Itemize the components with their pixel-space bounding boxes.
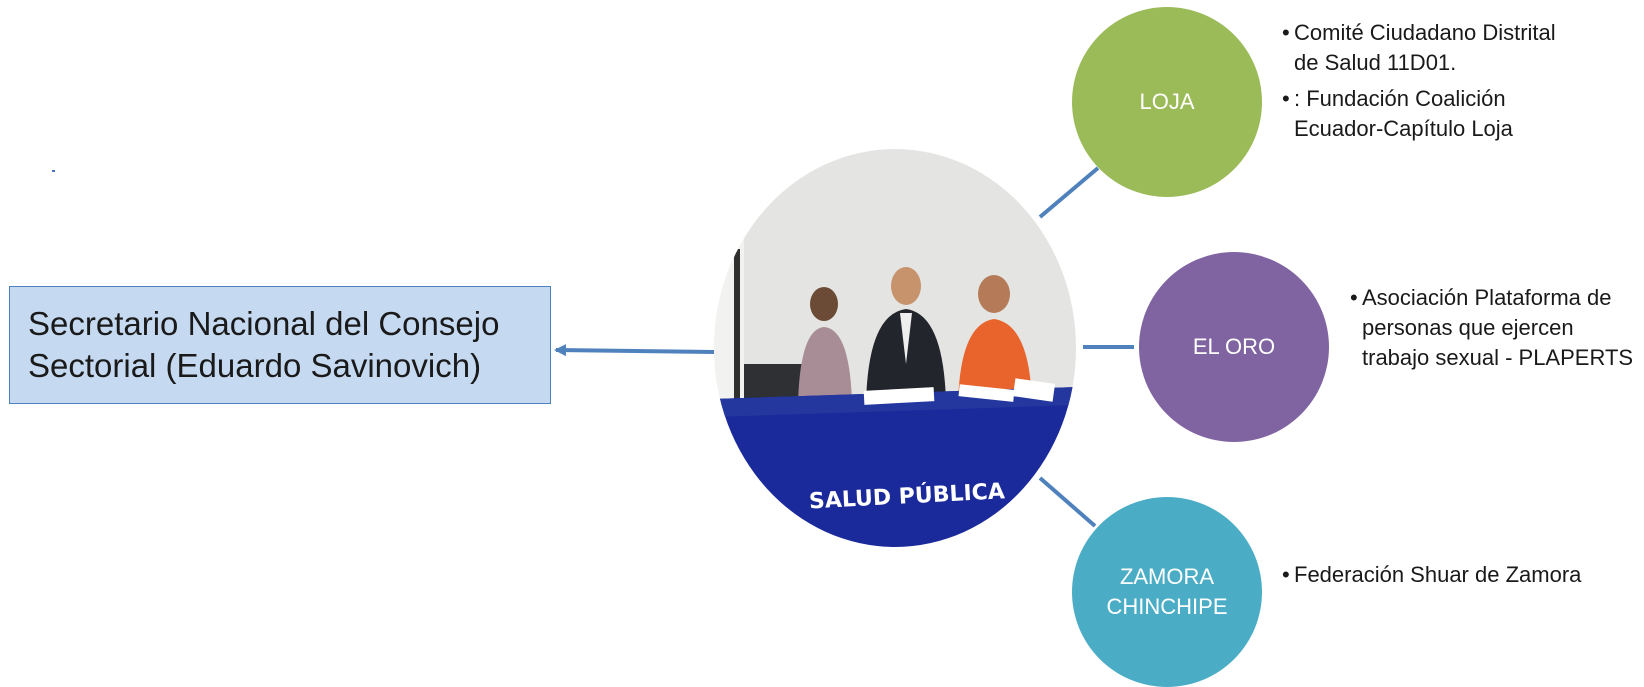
title-text: Secretario Nacional del Consejo Sectoria… bbox=[28, 305, 500, 384]
stray-mark bbox=[52, 170, 55, 172]
list-item: Federación Shuar de Zamora bbox=[1282, 560, 1584, 590]
meeting-photo-illustration: SALUD PÚBLICA bbox=[714, 149, 1076, 547]
node-el-oro: EL ORO bbox=[1139, 252, 1329, 442]
connector-loja bbox=[1038, 166, 1100, 219]
connector-zamora bbox=[1038, 476, 1097, 528]
node-loja-label: LOJA bbox=[1139, 89, 1195, 114]
list-item: Comité Ciudadano Distrital de Salud 11D0… bbox=[1282, 18, 1584, 78]
el-oro-org-list: Asociación Plataforma de personas que ej… bbox=[1350, 283, 1642, 379]
meeting-photo: SALUD PÚBLICA bbox=[714, 149, 1076, 547]
node-loja: LOJA bbox=[1072, 7, 1262, 197]
list-item: Asociación Plataforma de personas que ej… bbox=[1350, 283, 1642, 373]
node-zamora-label: ZAMORA CHINCHIPE bbox=[1106, 564, 1228, 619]
title-box: Secretario Nacional del Consejo Sectoria… bbox=[9, 286, 551, 404]
node-el-oro-label: EL ORO bbox=[1192, 334, 1276, 359]
zamora-org-list: Federación Shuar de Zamora bbox=[1282, 560, 1584, 596]
arrow-to-title bbox=[554, 344, 715, 357]
loja-org-list: Comité Ciudadano Distrital de Salud 11D0… bbox=[1282, 18, 1584, 150]
list-item: : Fundación Coalición Ecuador-Capítulo L… bbox=[1282, 84, 1584, 144]
node-zamora-chinchipe: ZAMORA CHINCHIPE bbox=[1072, 497, 1262, 687]
